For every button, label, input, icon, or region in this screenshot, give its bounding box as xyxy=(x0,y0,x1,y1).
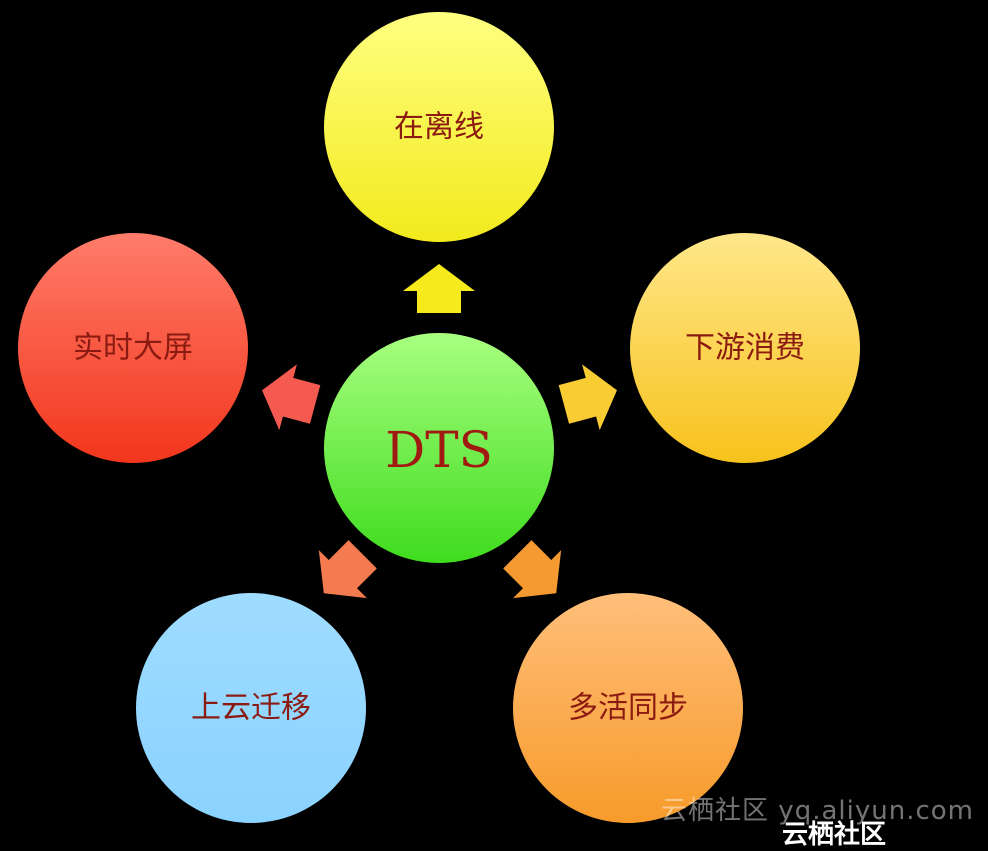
arrow-left-shape xyxy=(262,364,321,431)
node-right-circle xyxy=(630,233,860,463)
arrow-bottom-right-shape xyxy=(503,540,562,599)
arrow-right-shape xyxy=(558,364,617,431)
arrow-bottom-left xyxy=(318,540,377,599)
arrow-bottom-left-shape xyxy=(318,540,377,599)
node-center-circle xyxy=(324,333,554,563)
node-bottom-right-circle xyxy=(513,593,743,823)
arrow-right xyxy=(558,364,617,431)
watermark: 云栖社区 yq.aliyun.com xyxy=(661,796,974,826)
node-right-label: 下游消费 xyxy=(685,331,805,366)
node-top-label: 在离线 xyxy=(394,110,484,145)
node-bottom-left: 上云迁移 xyxy=(136,593,366,823)
node-right: 下游消费 xyxy=(630,233,860,463)
node-bottom-left-label: 上云迁移 xyxy=(191,691,311,726)
node-bottom-left-circle xyxy=(136,593,366,823)
watermark-logo-text: 云栖社区 xyxy=(782,820,887,850)
arrow-bottom-right xyxy=(503,540,562,599)
node-bottom-right-label: 多活同步 xyxy=(568,691,688,726)
arrow-top-shape xyxy=(403,264,475,313)
node-bottom-right: 多活同步 xyxy=(513,593,743,823)
node-center-label: DTS xyxy=(385,421,493,479)
arrow-top xyxy=(403,264,475,313)
arrow-left xyxy=(262,364,321,431)
node-top-circle xyxy=(324,12,554,242)
node-center: DTS xyxy=(324,333,554,563)
node-top: 在离线 xyxy=(324,12,554,242)
node-left-circle xyxy=(18,233,248,463)
node-left-label: 实时大屏 xyxy=(73,331,193,366)
node-left: 实时大屏 xyxy=(18,233,248,463)
